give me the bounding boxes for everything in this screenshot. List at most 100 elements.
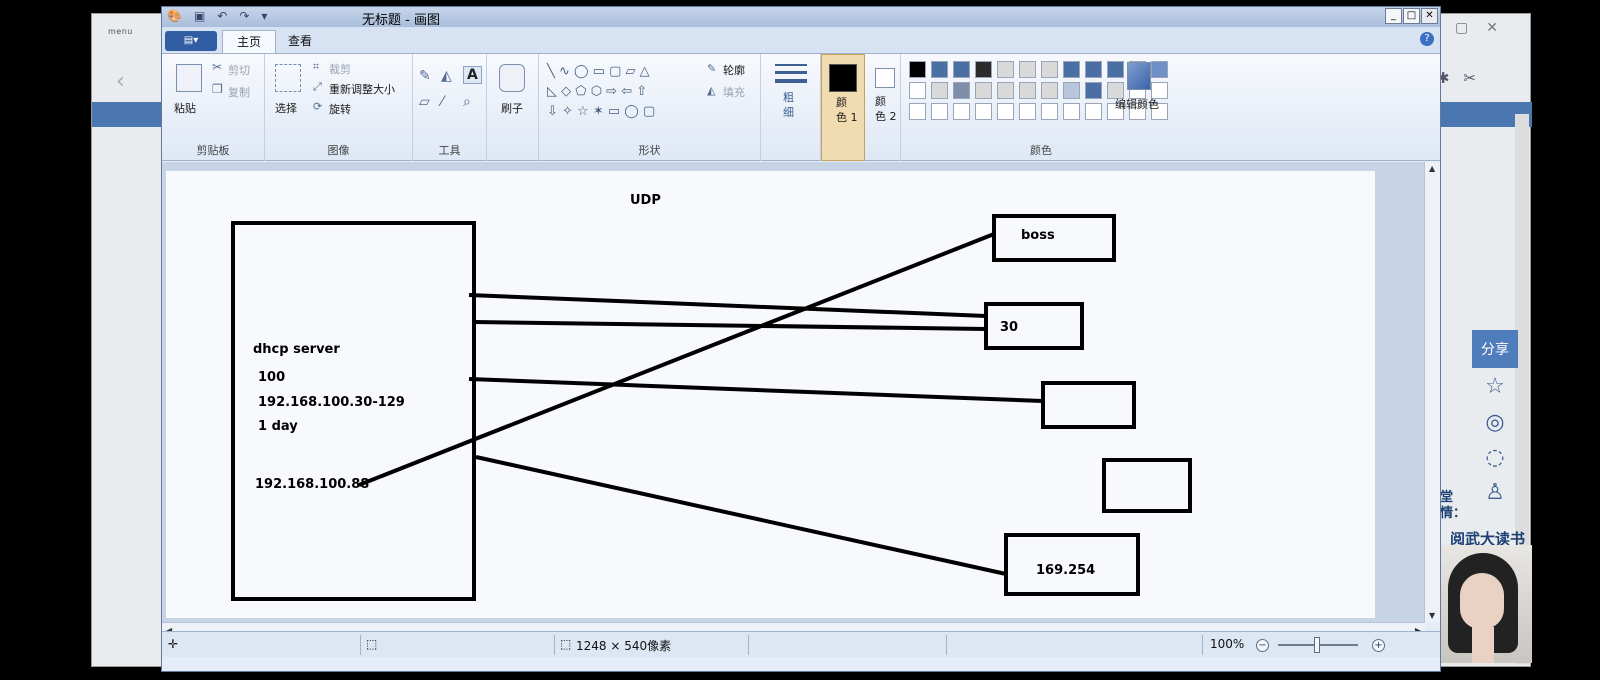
palette-swatch[interactable]: [1129, 103, 1146, 120]
cut-icon[interactable]: ✂: [212, 60, 223, 74]
palette-swatch[interactable]: [909, 103, 926, 120]
resize-icon[interactable]: ⤢: [313, 80, 322, 93]
quick-access-toolbar[interactable]: 🎨 ▣ ↶ ↷ ▾: [167, 9, 267, 23]
maximize-button[interactable]: □: [1403, 8, 1420, 24]
palette-swatch[interactable]: [975, 61, 992, 78]
selection-size-icon: ⬚: [366, 637, 378, 651]
palette-swatch[interactable]: [1085, 82, 1102, 99]
paste-button[interactable]: 粘贴: [174, 102, 196, 115]
back-arrow-icon[interactable]: ‹: [116, 69, 125, 94]
star-shape-icon[interactable]: ⇩ ✧ ☆ ✶ ▭ ◯ ▢: [547, 104, 656, 119]
edit-colors-icon[interactable]: [1127, 62, 1151, 90]
brush-icon[interactable]: [499, 64, 525, 92]
weibo-icon[interactable]: ◎: [1485, 410, 1505, 435]
image-group: 选择 ⌗ 裁剪 ⤢ 重新调整大小 ⟳ 旋转 图像: [265, 54, 413, 161]
palette-swatch[interactable]: [1041, 61, 1058, 78]
palette-swatch[interactable]: [997, 103, 1014, 120]
rotate-icon[interactable]: ⟳: [313, 100, 323, 113]
palette-swatch[interactable]: [1107, 103, 1124, 120]
zoom-in-button[interactable]: +: [1372, 639, 1385, 652]
star-icon[interactable]: ☆: [1485, 374, 1505, 399]
size-button[interactable]: 粗 细: [783, 91, 794, 119]
fill-button[interactable]: 填充: [723, 86, 745, 99]
zoom-out-button[interactable]: −: [1256, 639, 1269, 652]
file-menu-button[interactable]: ▤▾: [165, 31, 217, 51]
palette-swatch[interactable]: [1151, 103, 1168, 120]
palette-swatch[interactable]: [1063, 61, 1080, 78]
select-icon[interactable]: [275, 64, 301, 92]
copy-button[interactable]: 复制: [228, 86, 250, 99]
fill-icon[interactable]: ◭: [707, 84, 716, 97]
cut-button[interactable]: 剪切: [228, 64, 250, 77]
palette-swatch[interactable]: [953, 82, 970, 99]
palette-swatch[interactable]: [997, 61, 1014, 78]
palette-swatch[interactable]: [997, 82, 1014, 99]
customize-chevron-icon[interactable]: ▾: [261, 9, 268, 23]
undo-icon[interactable]: ↶: [217, 9, 228, 23]
edit-colors-button[interactable]: 编辑颜色: [1115, 98, 1159, 111]
palette-swatch[interactable]: [953, 61, 970, 78]
palette-swatch[interactable]: [1019, 103, 1036, 120]
redo-icon[interactable]: ↷: [239, 9, 250, 23]
palette-swatch[interactable]: [975, 103, 992, 120]
palette-swatch[interactable]: [909, 61, 926, 78]
zoom-slider-thumb[interactable]: [1314, 637, 1320, 653]
close-button[interactable]: ✕: [1421, 8, 1438, 24]
color1-group[interactable]: 颜 色 1: [821, 54, 865, 161]
fill-bucket-icon[interactable]: ◭: [441, 68, 452, 84]
paint-app-icon[interactable]: 🎨: [167, 9, 182, 23]
brush-button[interactable]: 刷子: [501, 102, 523, 115]
help-icon[interactable]: ?: [1420, 32, 1434, 46]
palette-swatch[interactable]: [975, 82, 992, 99]
palette-swatch[interactable]: [931, 61, 948, 78]
color2-group[interactable]: 颜 色 2: [865, 54, 901, 161]
palette-swatch[interactable]: [1063, 82, 1080, 99]
palette-swatch[interactable]: [1085, 103, 1102, 120]
outline-icon[interactable]: ✎: [707, 62, 717, 75]
rotate-button[interactable]: 旋转: [329, 103, 351, 116]
palette-swatch[interactable]: [1151, 61, 1168, 78]
linklocal-box: [1004, 533, 1140, 596]
magnifier-icon[interactable]: ⌕: [463, 94, 471, 110]
copy-icon[interactable]: ❐: [212, 82, 223, 96]
eraser-icon[interactable]: ▱: [419, 94, 430, 110]
qq-icon[interactable]: ♙: [1485, 480, 1505, 505]
palette-swatch[interactable]: [953, 103, 970, 120]
color-picker-icon[interactable]: ⁄: [441, 94, 444, 110]
palette-swatch[interactable]: [931, 103, 948, 120]
color1-swatch[interactable]: [829, 64, 857, 92]
background-window-controls[interactable]: —▢✕: [1423, 20, 1516, 36]
select-button[interactable]: 选择: [275, 102, 297, 115]
minimize-button[interactable]: _: [1385, 8, 1402, 24]
vertical-scrollbar[interactable]: ▲ ▼: [1424, 162, 1440, 622]
line-shape-icon[interactable]: ╲ ∿ ◯ ▭ ▢ ▱ △: [547, 64, 650, 79]
palette-swatch[interactable]: [1063, 103, 1080, 120]
outline-button[interactable]: 轮廓: [723, 64, 745, 77]
text-tool-icon[interactable]: A: [463, 66, 482, 84]
color2-swatch[interactable]: [875, 68, 895, 88]
palette-swatch[interactable]: [1107, 61, 1124, 78]
share-button[interactable]: 分享: [1472, 330, 1518, 368]
paste-icon[interactable]: [176, 64, 202, 92]
tab-home[interactable]: 主页: [222, 30, 277, 53]
palette-swatch[interactable]: [1041, 82, 1058, 99]
palette-swatch[interactable]: [1041, 103, 1058, 120]
crop-button[interactable]: 裁剪: [329, 63, 351, 76]
palette-swatch[interactable]: [1107, 82, 1124, 99]
wechat-icon[interactable]: ◌: [1485, 445, 1505, 470]
crop-icon[interactable]: ⌗: [313, 60, 320, 73]
save-icon[interactable]: ▣: [193, 9, 206, 23]
palette-swatch[interactable]: [931, 82, 948, 99]
palette-swatch[interactable]: [1019, 82, 1036, 99]
palette-swatch[interactable]: [1019, 61, 1036, 78]
palette-swatch[interactable]: [909, 82, 926, 99]
resize-button[interactable]: 重新调整大小: [329, 83, 395, 96]
drawing-canvas[interactable]: UDP dhcp server 100 192.168.100.30-129 1…: [166, 171, 1375, 618]
background-scrollbar[interactable]: [1515, 114, 1529, 664]
empty-box-2: [1102, 458, 1192, 513]
palette-swatch[interactable]: [1085, 61, 1102, 78]
palette-swatch[interactable]: [1151, 82, 1168, 99]
polygon-shape-icon[interactable]: ◺ ◇ ⬠ ⬡ ⇨ ⇦ ⇧: [547, 84, 648, 99]
pencil-icon[interactable]: ✎: [419, 68, 431, 84]
tab-view[interactable]: 查看: [288, 34, 313, 48]
